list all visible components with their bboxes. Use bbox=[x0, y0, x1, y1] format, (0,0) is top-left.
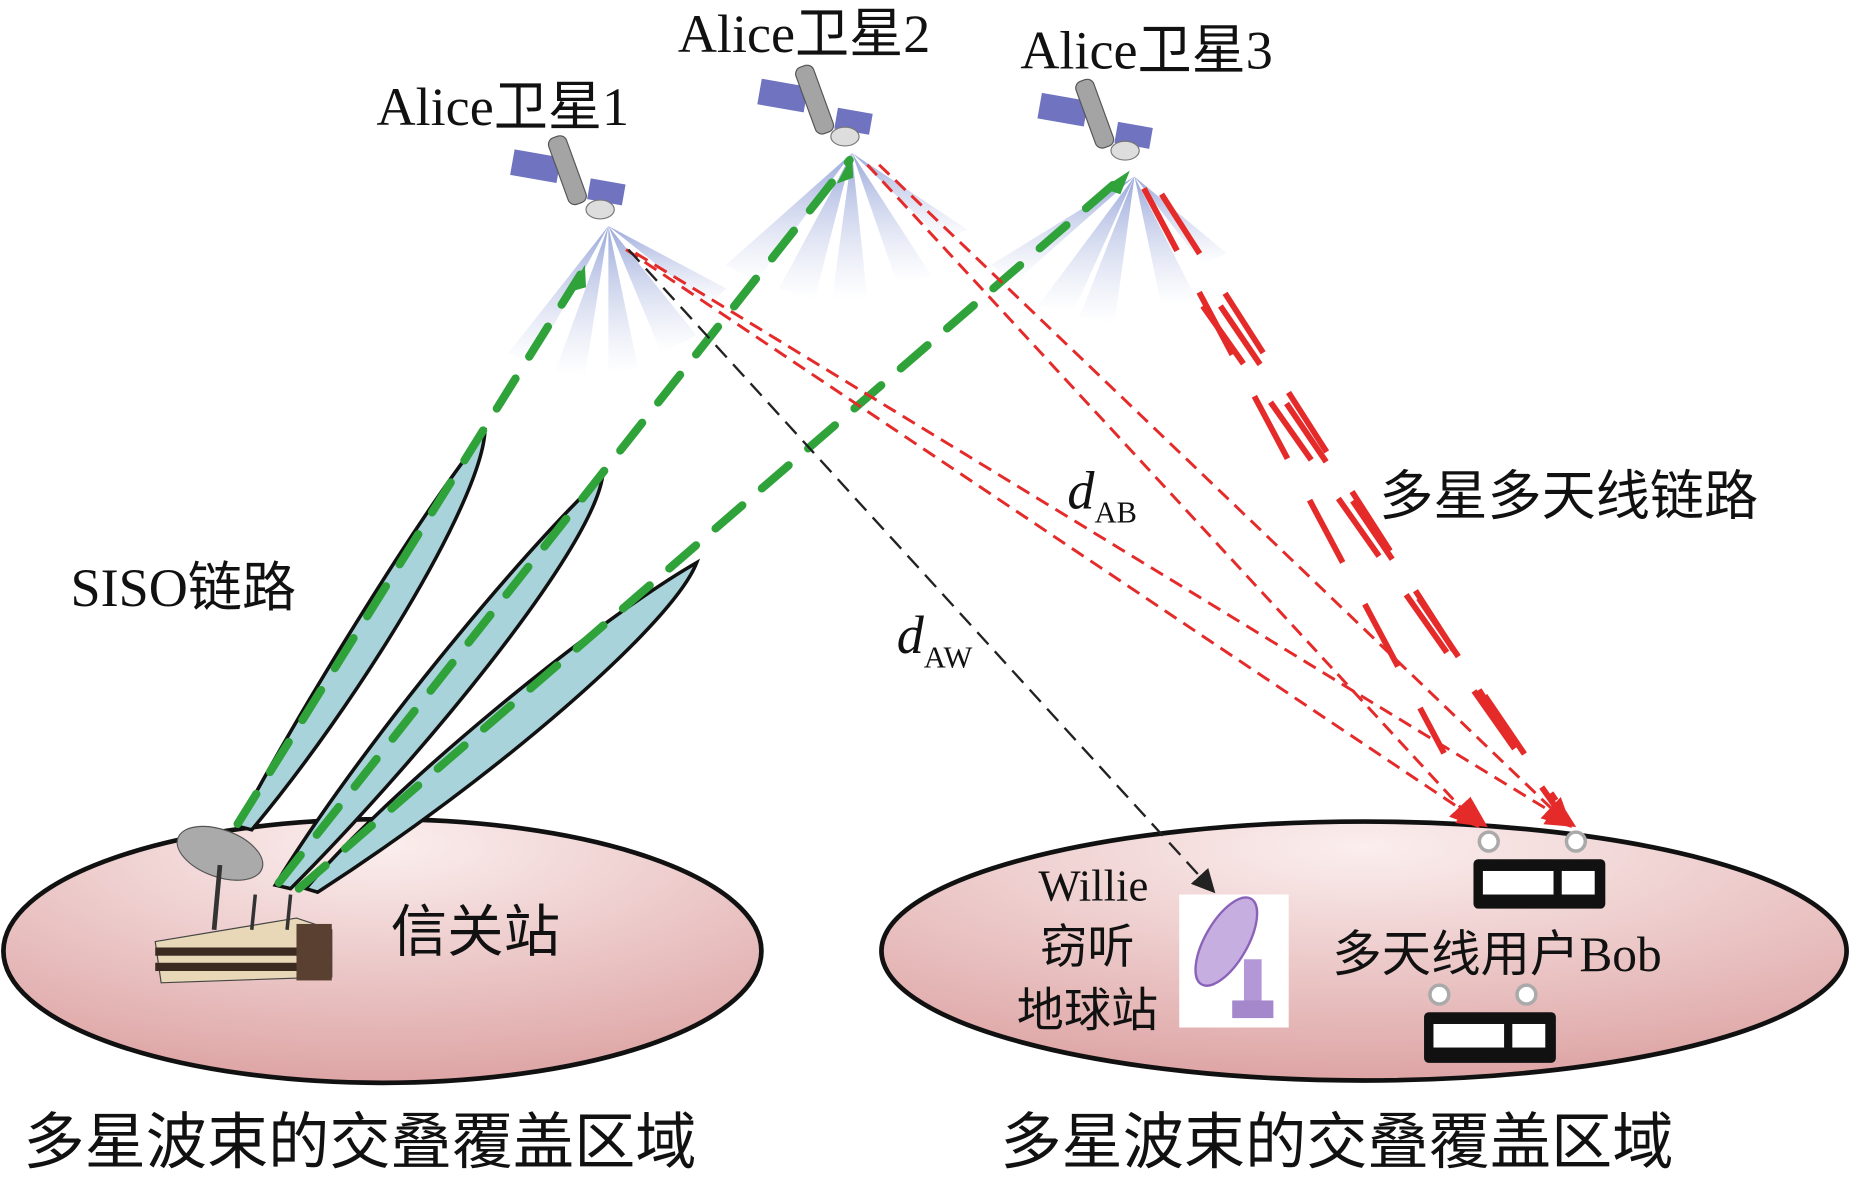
multi-antenna-link bbox=[1141, 186, 1571, 826]
willie-earth-station-label: 地球站 bbox=[1017, 985, 1158, 1037]
satellite-1-label: Alice卫星1 bbox=[377, 77, 630, 137]
satellite-icon bbox=[757, 64, 873, 147]
willie-antenna-icon bbox=[1179, 894, 1289, 1028]
coverage-area-left bbox=[1, 816, 764, 1086]
gateway-label: 信关站 bbox=[391, 902, 560, 964]
multi-antenna-link-label: 多星多天线链路 bbox=[1379, 466, 1758, 526]
d-ab-label: dAB bbox=[1067, 460, 1137, 529]
uplink-arrowhead bbox=[1102, 170, 1130, 195]
gateway-station-icon bbox=[154, 825, 333, 984]
uplink-arrowhead bbox=[836, 155, 854, 184]
satellite-2-label: Alice卫星2 bbox=[678, 4, 931, 64]
bob-device-icon bbox=[1473, 830, 1606, 909]
willie-eavesdrop-label: 窃听 bbox=[1040, 922, 1134, 974]
downlink-red bbox=[625, 163, 1577, 829]
bob-device-icon bbox=[1424, 983, 1556, 1063]
satellite-3-label: Alice卫星3 bbox=[1020, 20, 1273, 80]
d-aw-label: dAW bbox=[897, 605, 973, 674]
coverage-caption-right: 多星波束的交叠覆盖区域 bbox=[1000, 1109, 1673, 1177]
satellite-icon bbox=[510, 135, 626, 220]
bob-label: 多天线用户Bob bbox=[1332, 927, 1662, 982]
uplink-arrowhead bbox=[569, 264, 587, 292]
willie-label: Willie bbox=[1038, 860, 1148, 910]
uplink-green bbox=[233, 155, 1127, 893]
siso-link-label: SISO链路 bbox=[70, 558, 296, 618]
coverage-caption-left: 多星波束的交叠覆盖区域 bbox=[23, 1109, 696, 1177]
satellite-icon bbox=[1037, 78, 1153, 161]
eavesdrop-link bbox=[627, 248, 1216, 894]
